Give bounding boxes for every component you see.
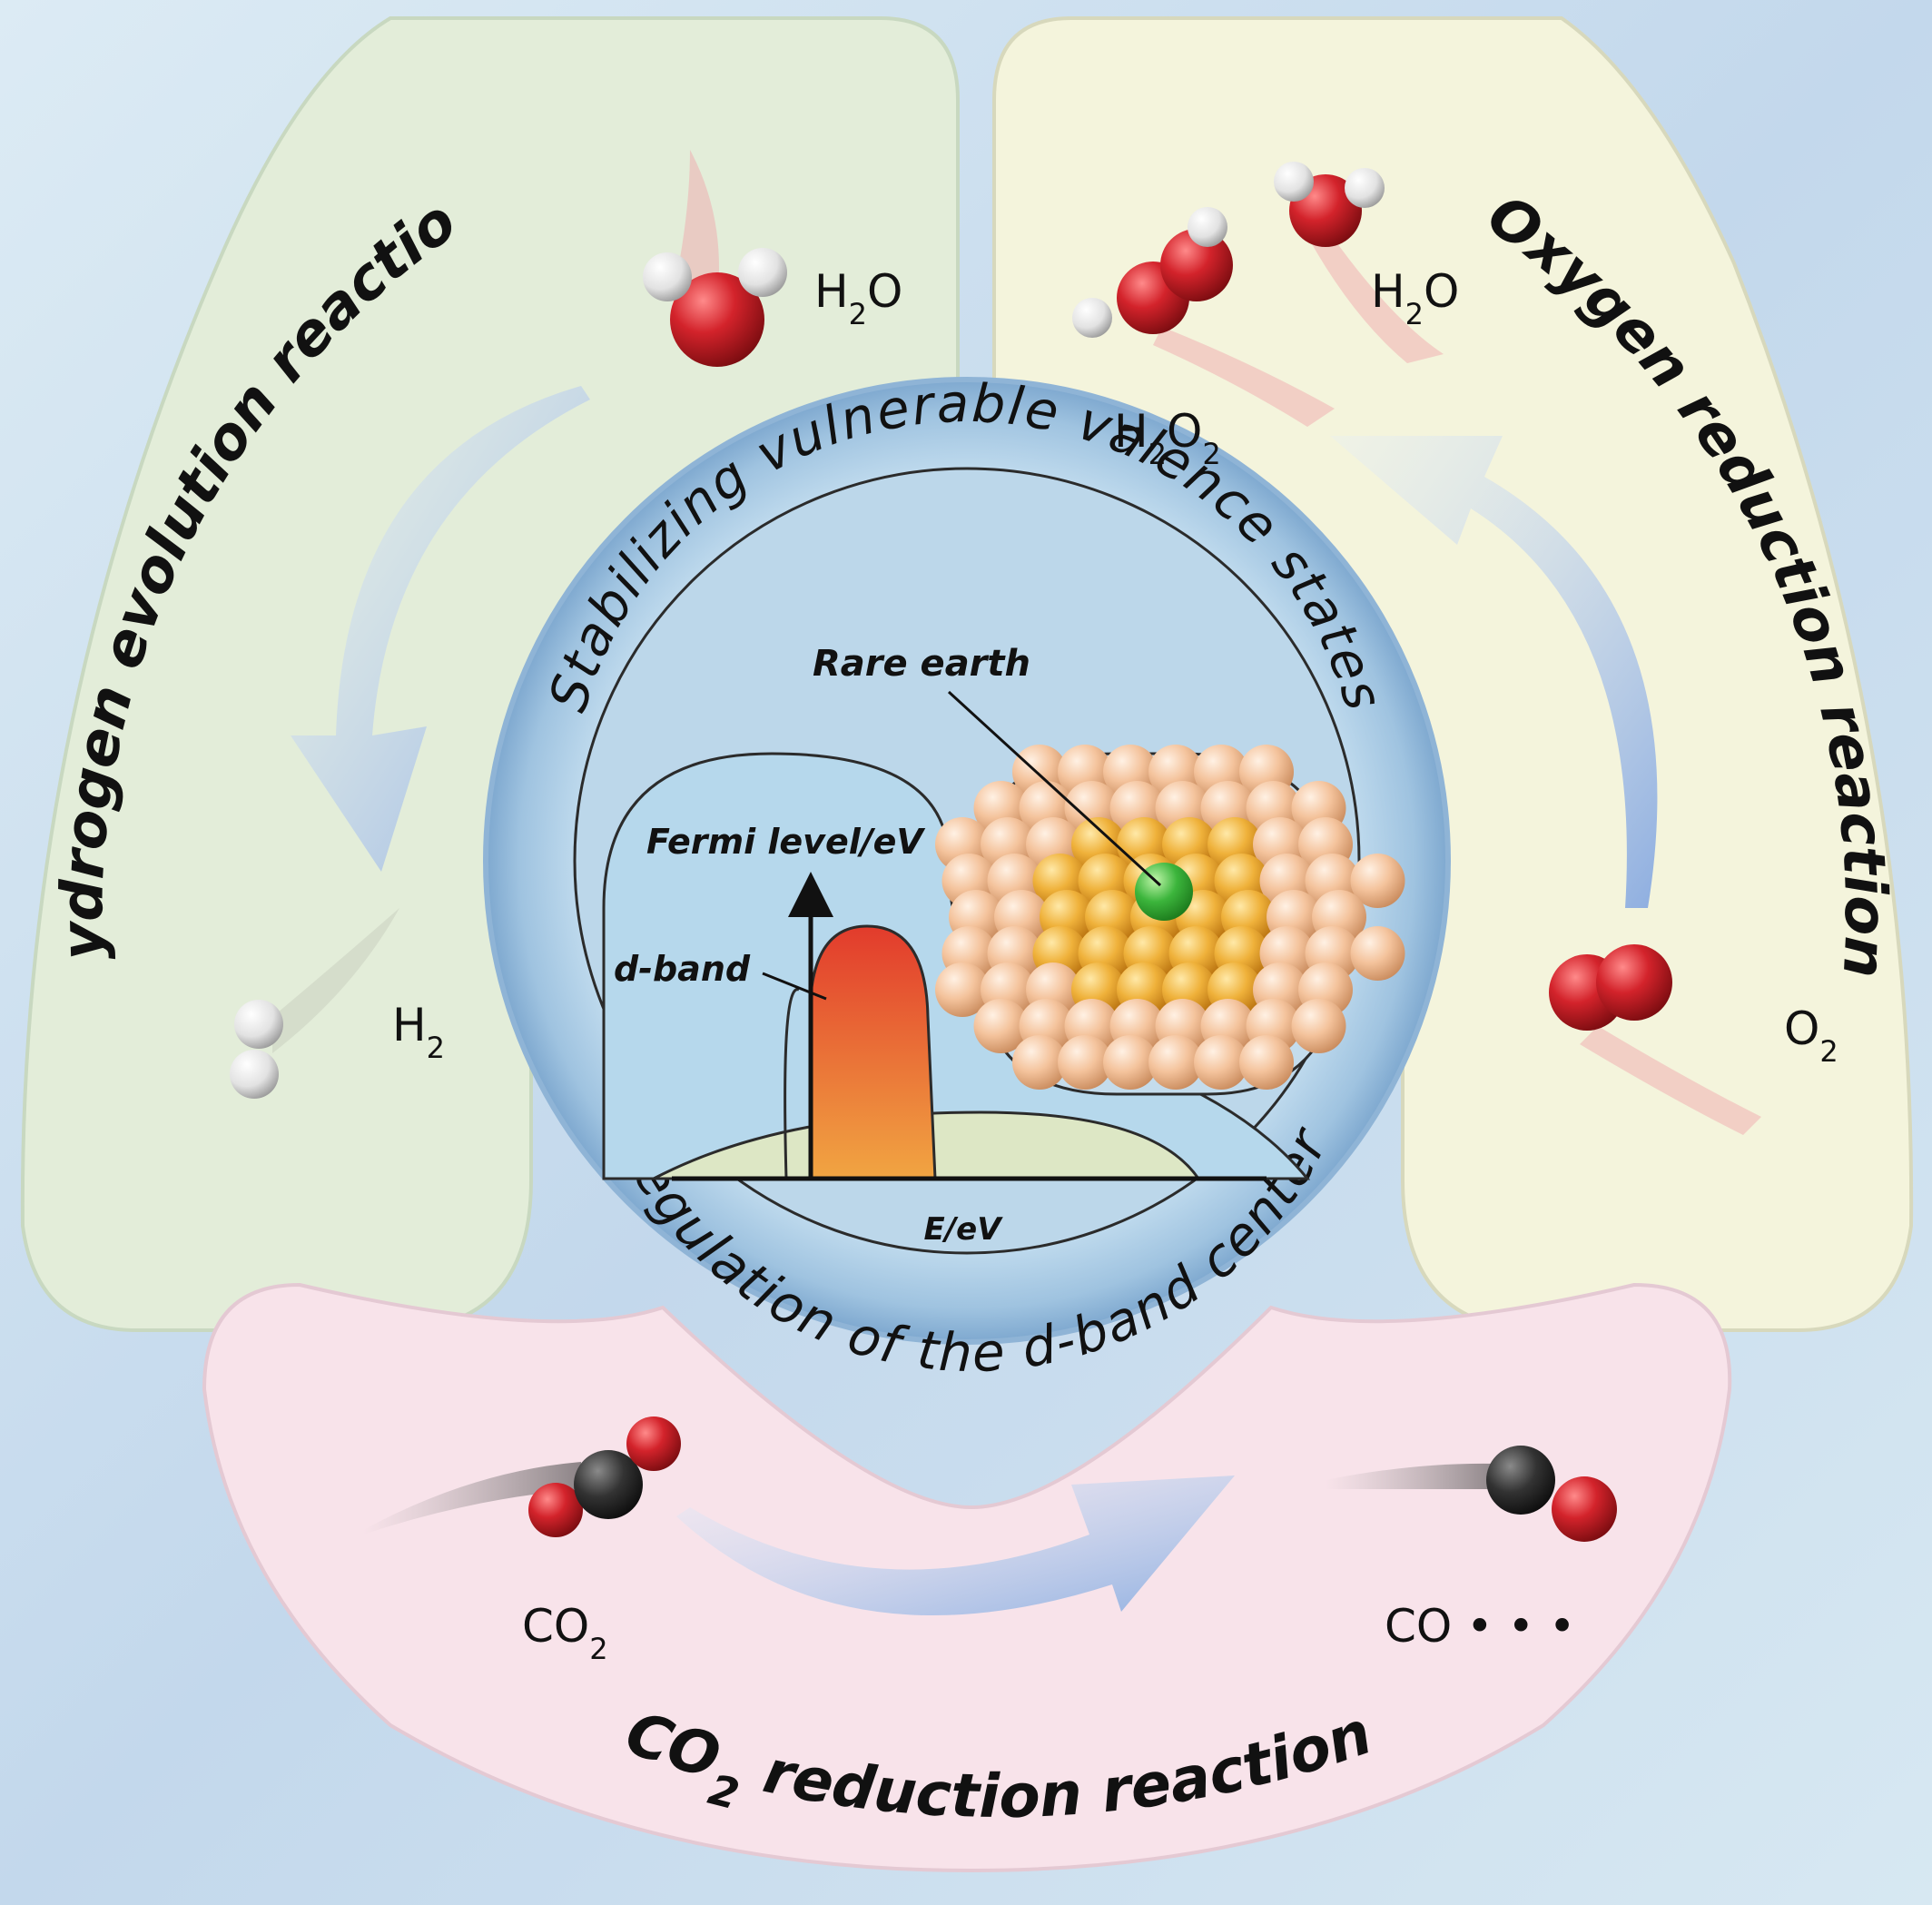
orr-water-trail xyxy=(1307,227,1444,363)
lattice-atom xyxy=(1012,1035,1067,1090)
dband-pointer xyxy=(762,972,827,1001)
orr-water-label: H2O xyxy=(1371,265,1459,331)
lattice-atom xyxy=(1058,1035,1112,1090)
rare-earth-pointer xyxy=(947,690,1162,887)
orr-o2-molecule xyxy=(1549,944,1672,1031)
lattice-atom xyxy=(1148,1035,1203,1090)
her-water-molecule xyxy=(643,248,787,367)
dband-peak xyxy=(808,924,937,1180)
co2rr-arrow xyxy=(676,1476,1235,1616)
orr-peroxide-label: H2O2 xyxy=(1114,405,1221,471)
lattice-atom xyxy=(1194,1035,1248,1090)
co2-molecule xyxy=(528,1416,681,1537)
lattice-atom xyxy=(1239,1035,1294,1090)
orr-peroxide-trail xyxy=(1153,327,1335,427)
lattice-atom xyxy=(1103,1035,1158,1090)
her-h2-trail xyxy=(272,908,399,1053)
rare-earth-label: Rare earth xyxy=(813,643,1030,685)
fermi-label: Fermi level/eV xyxy=(646,822,925,862)
lattice-atom xyxy=(1291,999,1346,1053)
energy-label: E/eV xyxy=(923,1211,1003,1248)
orr-water-molecule xyxy=(1274,162,1385,247)
orr-arrow xyxy=(1330,436,1658,908)
co2rr-reactant-label: CO2 xyxy=(522,1600,608,1666)
her-product-label: H2 xyxy=(392,999,445,1065)
lattice-atom xyxy=(973,999,1029,1053)
dband-label: d-band xyxy=(614,949,751,989)
dband-thin-curve xyxy=(784,988,800,1180)
orr-oxygen-label: O2 xyxy=(1784,1002,1838,1069)
co2rr-product-trail xyxy=(1326,1463,1498,1489)
orr-peroxide-molecule xyxy=(1072,207,1233,338)
her-h2-molecule xyxy=(230,1000,283,1099)
her-arrow xyxy=(291,386,590,872)
her-reactant-label: H2O xyxy=(814,265,902,331)
lattice-atom xyxy=(1350,926,1405,981)
lattice-atom xyxy=(1350,854,1405,908)
co-molecule xyxy=(1486,1446,1617,1542)
lattice-atom xyxy=(935,962,990,1017)
co2rr-product-label: CO • • • xyxy=(1385,1600,1575,1653)
co2rr-reactant-trail xyxy=(363,1462,581,1535)
lattice-cluster xyxy=(935,745,1405,1090)
orr-o2-trail xyxy=(1580,1026,1761,1135)
